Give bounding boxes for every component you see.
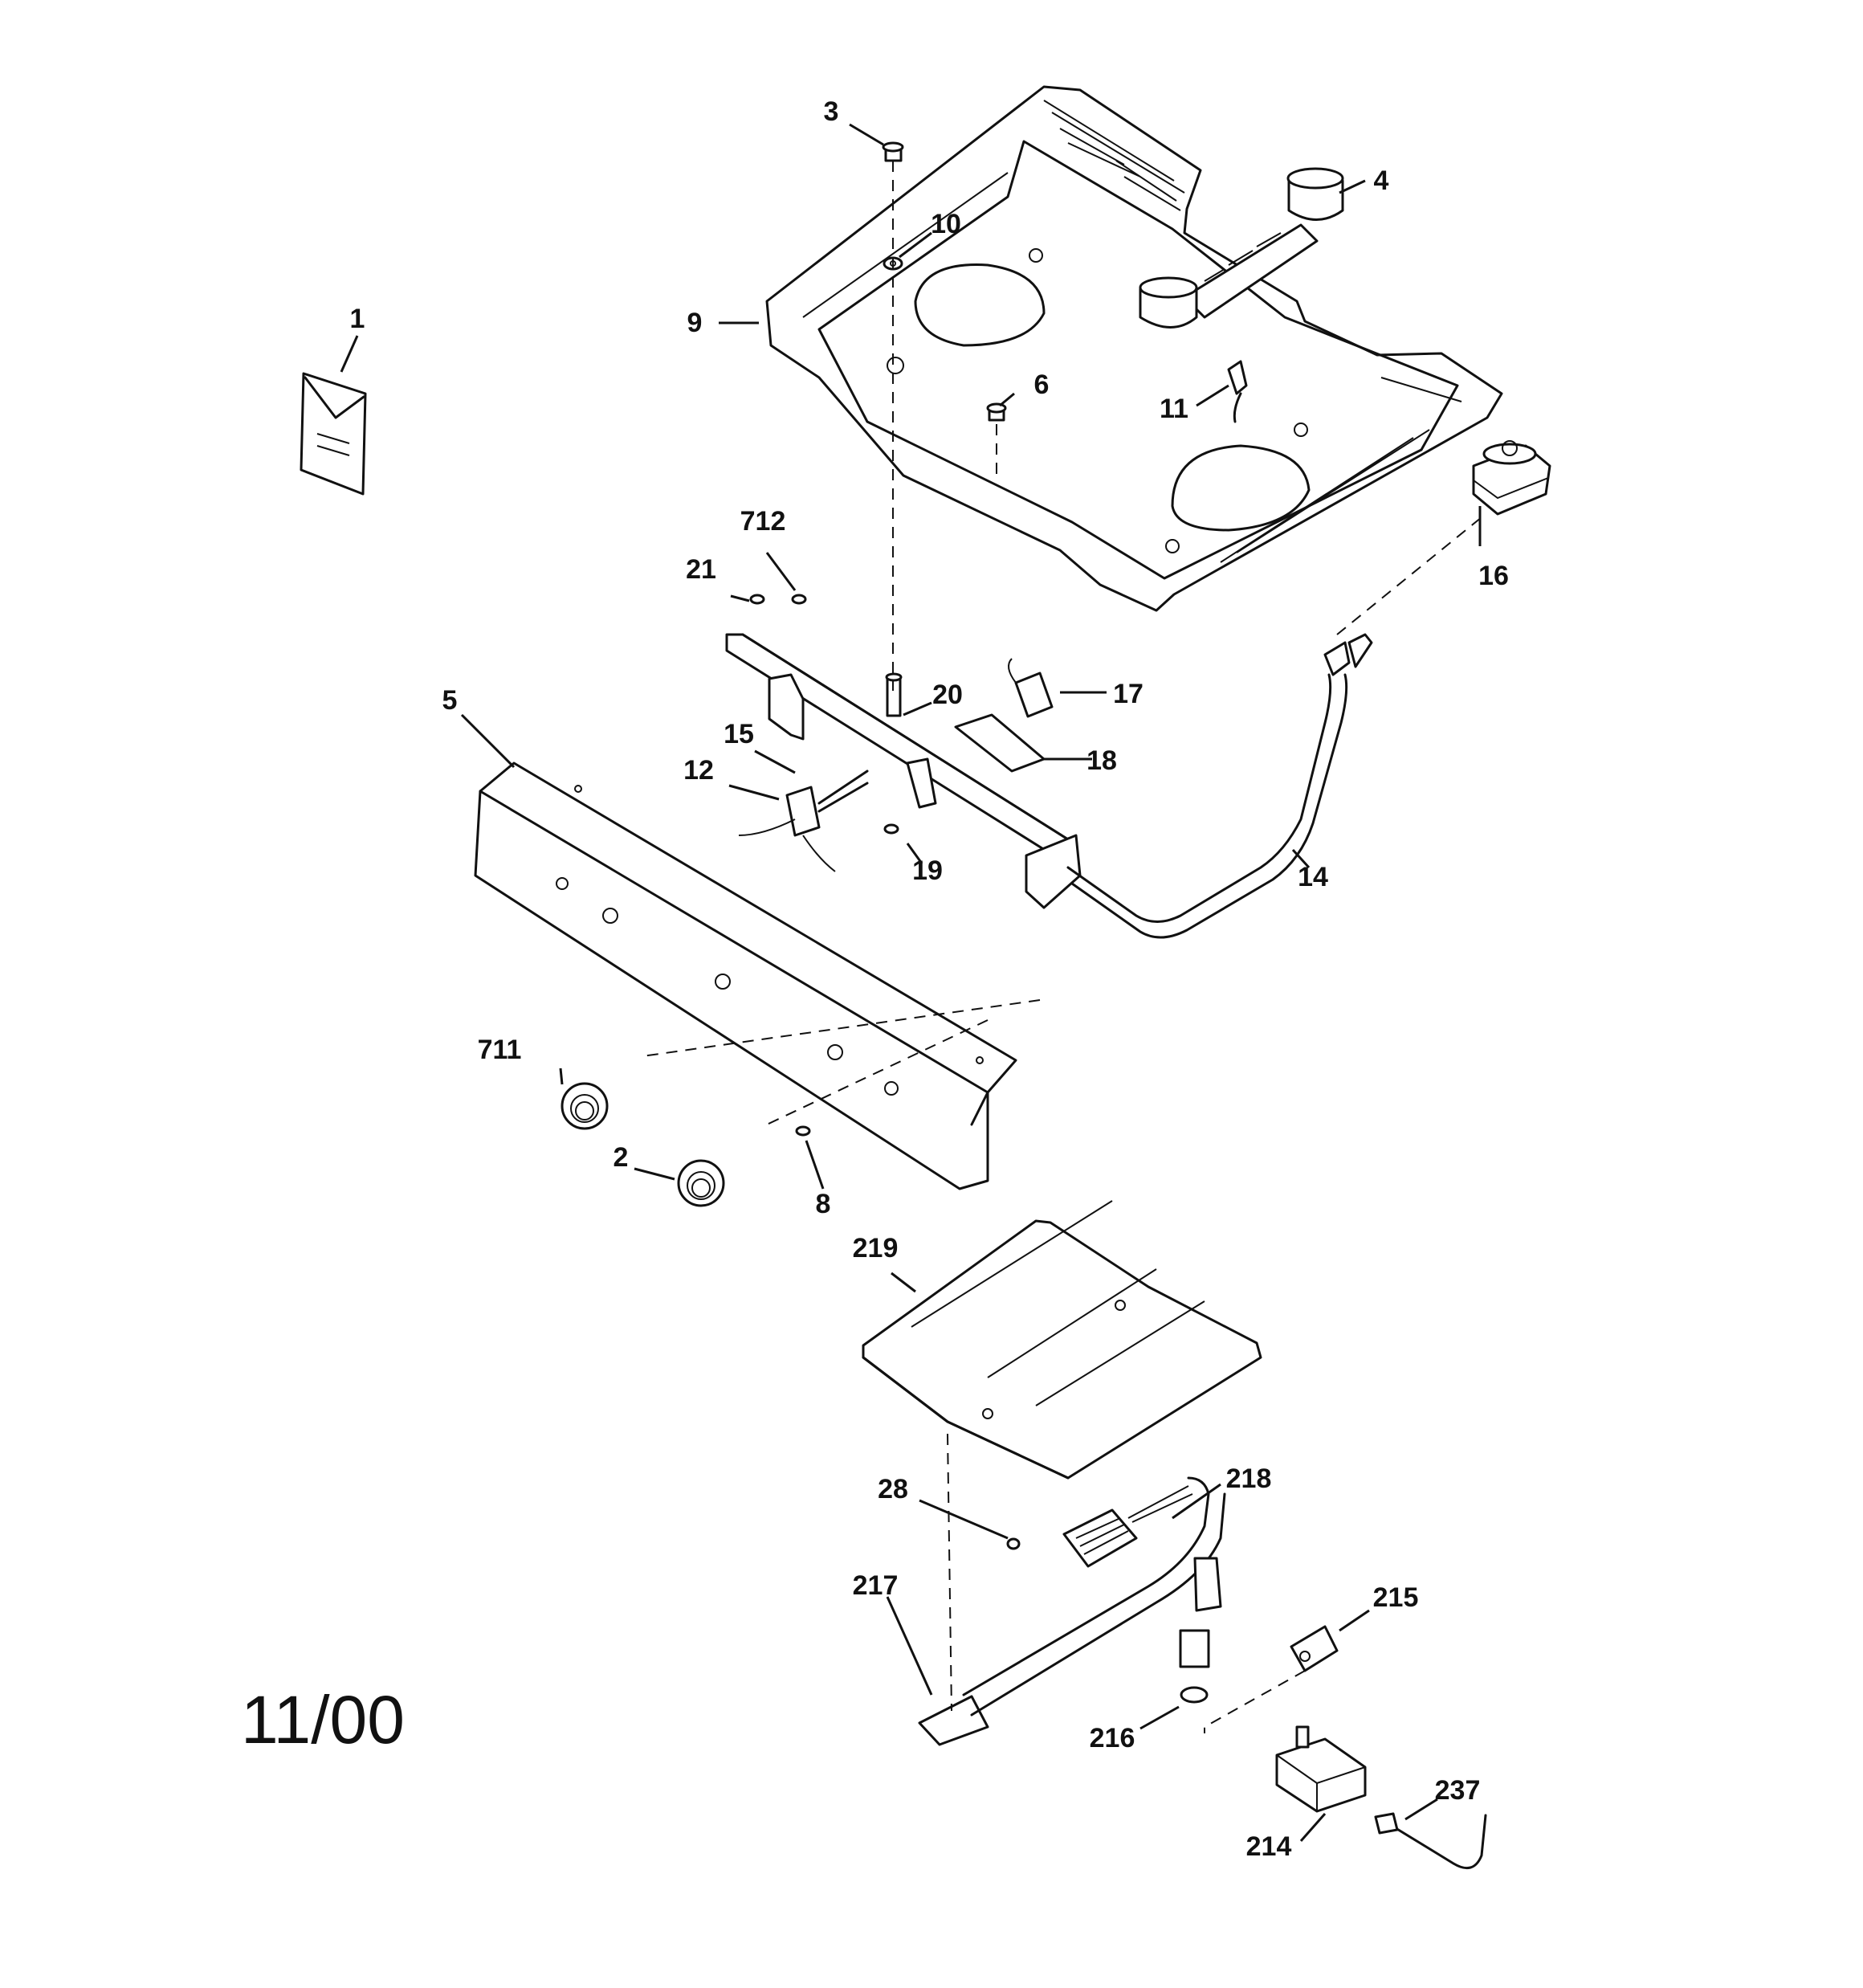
part-1-literature-envelope (300, 372, 367, 496)
label-214: 214 (1246, 1831, 1292, 1862)
label-216: 216 (1090, 1723, 1135, 1753)
label-14: 14 (1298, 862, 1328, 892)
part-2-knob (677, 1159, 725, 1207)
part-11-bracket (1227, 360, 1248, 423)
date-code: 11/00 (241, 1682, 405, 1757)
label-215: 215 (1373, 1582, 1419, 1613)
label-10: 10 (931, 209, 961, 239)
label-8: 8 (816, 1189, 831, 1219)
part-218-igniter (1062, 1485, 1193, 1568)
label-12: 12 (683, 755, 714, 786)
label-217: 217 (853, 1570, 899, 1601)
label-19: 19 (912, 855, 943, 886)
part-4-surface-valves (1139, 167, 1344, 329)
part-214-oven-valve (1275, 1725, 1367, 1813)
gas-manifold-assembly (725, 633, 1082, 909)
label-219: 219 (853, 1233, 899, 1263)
part-16-regulator (1472, 440, 1551, 516)
label-28: 28 (878, 1474, 908, 1504)
label-21: 21 (686, 554, 716, 585)
label-16: 16 (1478, 561, 1509, 591)
part-215-bracket (1290, 1625, 1339, 1672)
label-5: 5 (442, 685, 458, 716)
label-2: 2 (614, 1142, 629, 1173)
part-5-control-panel (474, 761, 1017, 1190)
part-237-tubing (1374, 1812, 1487, 1870)
part-216-orifice (1179, 1629, 1210, 1704)
part-6-screw (986, 402, 1007, 422)
part-711-knob (561, 1082, 609, 1130)
label-6: 6 (1034, 369, 1050, 400)
part-3-screw (882, 141, 904, 162)
label-711: 711 (478, 1035, 522, 1065)
label-218: 218 (1226, 1463, 1272, 1494)
label-15: 15 (724, 719, 754, 749)
label-17: 17 (1113, 679, 1143, 709)
part-14-supply-tube (1066, 633, 1373, 939)
label-11: 11 (1160, 394, 1188, 424)
leader-lines (340, 123, 1482, 1842)
small-screws (749, 594, 1021, 1550)
part-217-oven-burner (918, 1476, 1226, 1746)
part-9-burner-box (765, 85, 1503, 612)
label-237: 237 (1435, 1775, 1481, 1806)
callout-labels: 1 3 10 9 4 6 11 16 712 21 5 20 17 18 15 … (350, 96, 1509, 1862)
alignment-lines (642, 161, 1486, 1733)
label-3: 3 (824, 96, 839, 127)
label-18: 18 (1086, 745, 1117, 776)
part-219-burner-baffle (862, 1200, 1262, 1480)
label-712: 712 (740, 506, 786, 537)
label-20: 20 (932, 680, 963, 710)
label-1: 1 (350, 304, 365, 334)
label-9: 9 (687, 308, 703, 338)
label-4: 4 (1374, 165, 1389, 196)
